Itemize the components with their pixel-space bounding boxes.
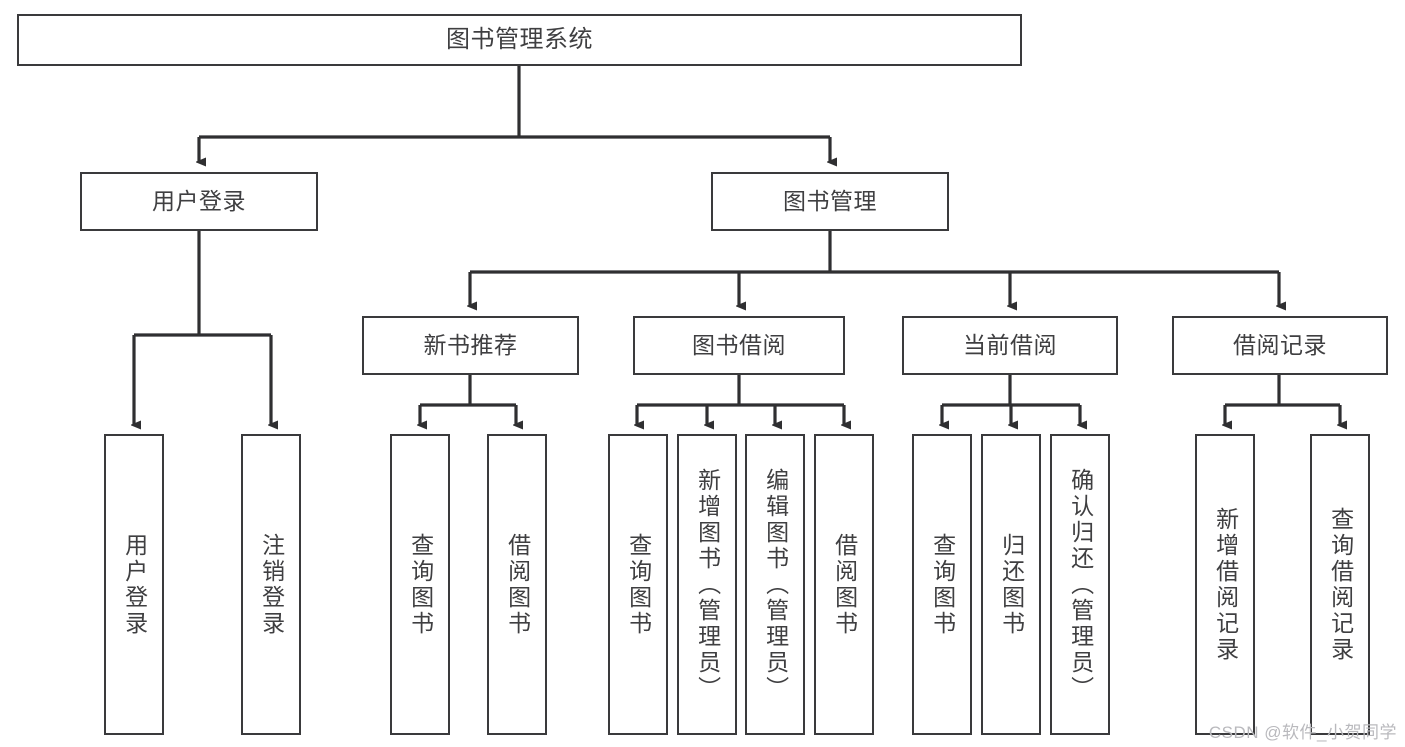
node-logout-label: 注销登录 xyxy=(258,532,285,637)
node-confirm-return-label: 确认归还（管理员） xyxy=(1067,467,1094,702)
node-root[interactable]: 图书管理系统 xyxy=(17,14,1022,66)
node-borrow-book-2[interactable]: 借阅图书 xyxy=(814,434,874,735)
node-borrow-book-1-label: 借阅图书 xyxy=(504,532,531,637)
node-login-label: 用户登录 xyxy=(121,532,148,637)
node-return-book-label: 归还图书 xyxy=(998,532,1025,637)
node-login[interactable]: 用户登录 xyxy=(104,434,164,735)
node-book-manage[interactable]: 图书管理 xyxy=(711,172,949,231)
node-edit-book[interactable]: 编辑图书（管理员） xyxy=(745,434,805,735)
node-borrow-book-1[interactable]: 借阅图书 xyxy=(487,434,547,735)
node-book-manage-label: 图书管理 xyxy=(783,187,877,214)
node-query-book-1[interactable]: 查询图书 xyxy=(390,434,450,735)
node-logout[interactable]: 注销登录 xyxy=(241,434,301,735)
node-query-book-1-label: 查询图书 xyxy=(407,532,434,637)
node-add-book[interactable]: 新增图书（管理员） xyxy=(677,434,737,735)
node-query-book-3[interactable]: 查询图书 xyxy=(912,434,972,735)
node-user-login[interactable]: 用户登录 xyxy=(80,172,318,231)
node-add-borrow-record[interactable]: 新增借阅记录 xyxy=(1195,434,1255,735)
node-user-login-label: 用户登录 xyxy=(152,187,246,214)
csdn-watermark: CSDN @软件_小贺同学 xyxy=(1208,723,1397,742)
node-query-book-2-label: 查询图书 xyxy=(625,532,652,637)
node-borrow-book-2-label: 借阅图书 xyxy=(831,532,858,637)
node-edit-book-label: 编辑图书（管理员） xyxy=(762,467,789,702)
node-add-borrow-record-label: 新增借阅记录 xyxy=(1212,506,1239,663)
node-borrow-record[interactable]: 借阅记录 xyxy=(1172,316,1388,375)
node-query-borrow-record[interactable]: 查询借阅记录 xyxy=(1310,434,1370,735)
node-query-borrow-record-label: 查询借阅记录 xyxy=(1327,506,1354,663)
node-new-book-recommend[interactable]: 新书推荐 xyxy=(362,316,579,375)
node-new-book-recommend-label: 新书推荐 xyxy=(423,331,518,358)
node-confirm-return[interactable]: 确认归还（管理员） xyxy=(1050,434,1110,735)
node-query-book-2[interactable]: 查询图书 xyxy=(608,434,668,735)
node-return-book[interactable]: 归还图书 xyxy=(981,434,1041,735)
node-add-book-label: 新增图书（管理员） xyxy=(694,467,721,702)
node-current-borrow-label: 当前借阅 xyxy=(963,331,1057,358)
node-book-borrow[interactable]: 图书借阅 xyxy=(633,316,845,375)
node-borrow-record-label: 借阅记录 xyxy=(1233,331,1327,358)
node-root-label: 图书管理系统 xyxy=(446,25,593,53)
node-current-borrow[interactable]: 当前借阅 xyxy=(902,316,1118,375)
node-book-borrow-label: 图书借阅 xyxy=(692,331,786,358)
node-query-book-3-label: 查询图书 xyxy=(929,532,956,637)
